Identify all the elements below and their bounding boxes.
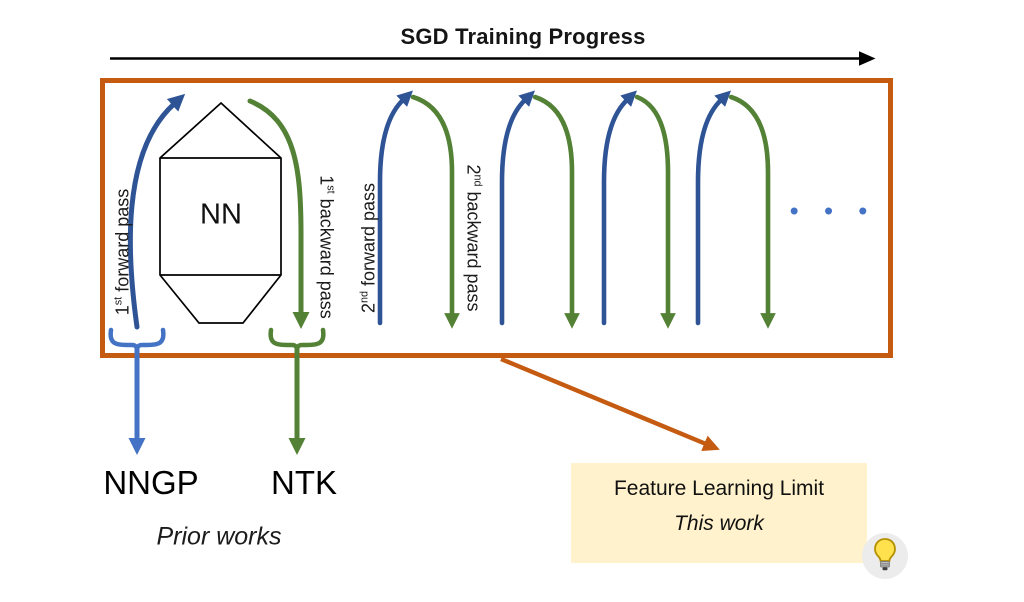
second-backward-pass-label: 2nd backward pass <box>463 164 484 312</box>
ntk-label: NTK <box>271 464 337 501</box>
nn-shape <box>159 101 282 324</box>
backward-pass-arc-1 <box>247 98 310 329</box>
ntk-brace <box>268 327 326 351</box>
first-forward-pass-label: 1st forward pass <box>112 188 133 316</box>
second-forward-pass-label: 2nd forward pass <box>358 182 379 314</box>
figure-title: SGD Training Progress <box>400 24 646 49</box>
this-work-label: This work <box>674 512 764 535</box>
forward-pass-arc-5 <box>695 90 731 326</box>
forward-pass-arc-3 <box>499 90 535 326</box>
backward-pass-arc-3 <box>532 94 580 329</box>
backward-pass-arc-5 <box>728 94 776 329</box>
nn-label: NN <box>200 198 242 231</box>
ellipsis-icon: • • • <box>789 195 877 226</box>
light-bulb-icon <box>862 533 908 579</box>
prior-works-label: Prior works <box>156 522 282 551</box>
first-backward-pass-label: 1st backward pass <box>316 175 337 319</box>
feature-learning-arrow <box>500 356 720 452</box>
forward-pass-arc-4 <box>601 90 637 326</box>
forward-pass-arc-2 <box>377 90 413 326</box>
nngp-brace <box>108 327 166 351</box>
feature-learning-limit-label: Feature Learning Limit <box>613 477 825 500</box>
training-loop-box <box>100 78 893 358</box>
nngp-label: NNGP <box>103 464 199 501</box>
backward-pass-arc-2 <box>410 94 460 329</box>
backward-pass-arc-4 <box>634 94 676 329</box>
feature-learning-limit-box: Feature Learning Limit This work <box>571 463 867 563</box>
forward-pass-arc-1 <box>127 93 186 330</box>
